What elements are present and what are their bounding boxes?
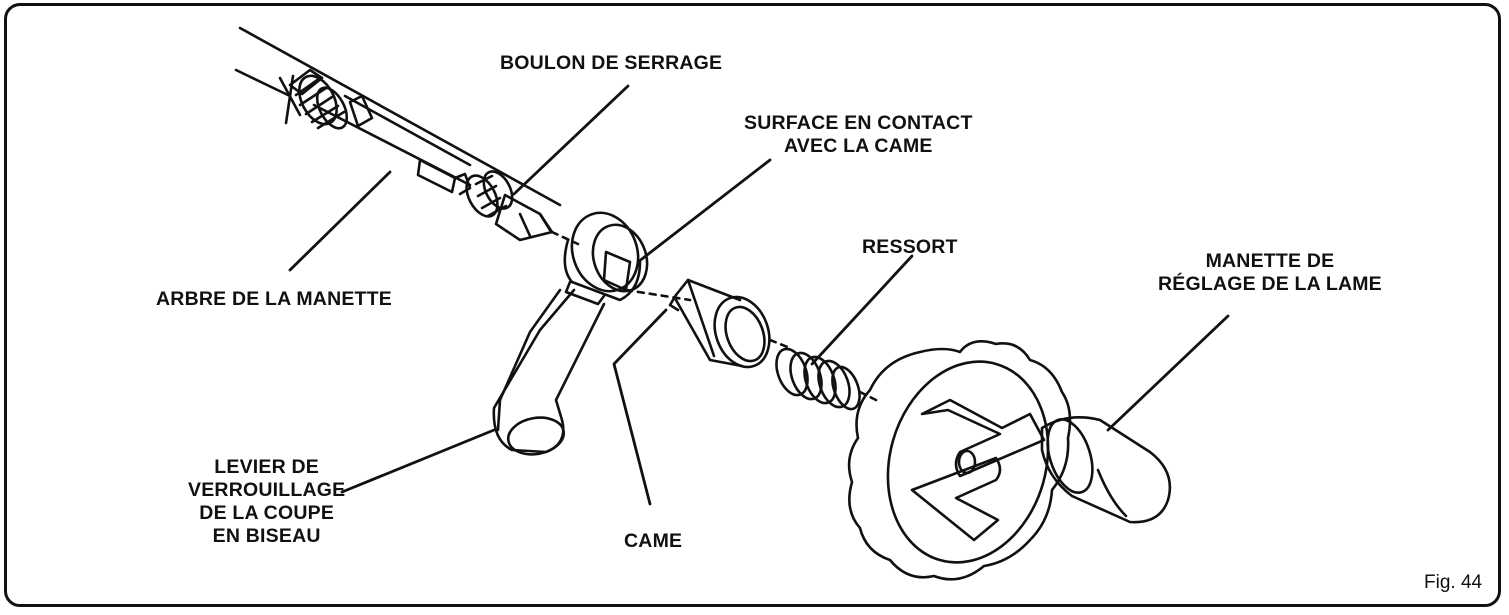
- leader-bevel-lock: [340, 428, 496, 494]
- figure-frame: [4, 3, 1501, 607]
- label-handle-shaft: ARBRE DE LA MANETTE: [156, 288, 392, 311]
- leader-spring: [810, 254, 914, 366]
- label-cam-contact-surface: SURFACE EN CONTACT AVEC LA CAME: [744, 112, 973, 158]
- label-blade-adjust-handle: MANETTE DE RÉGLAGE DE LA LAME: [1158, 250, 1382, 296]
- leader-clamp-bolt: [512, 84, 630, 196]
- figure-number-text: Fig. 44: [1424, 572, 1483, 593]
- leader-blade-handle: [1106, 314, 1230, 432]
- label-clamp-bolt-text: BOULON DE SERRAGE: [500, 52, 723, 74]
- label-cam-contact-line-1: SURFACE EN CONTACT: [744, 112, 973, 134]
- label-bevel-lock-lever: LEVIER DE VERROUILLAGE DE LA COUPE EN BI…: [188, 456, 345, 548]
- label-bevel-lock-line-2: VERROUILLAGE: [188, 479, 346, 501]
- leader-cam-contact: [636, 158, 772, 264]
- figure-number: Fig. 44: [1424, 572, 1482, 594]
- label-bevel-lock-line-4: EN BISEAU: [212, 525, 321, 547]
- clamp-bolt-part: [465, 170, 580, 246]
- label-spring: RESSORT: [862, 236, 958, 259]
- leader-cam: [612, 308, 668, 506]
- blade-adjust-knob-part: [847, 340, 1172, 581]
- label-bevel-lock-line-1: LEVIER DE: [214, 456, 320, 478]
- bevel-lock-lever-part: [492, 211, 692, 456]
- label-blade-handle-line-2: RÉGLAGE DE LA LAME: [1158, 273, 1382, 295]
- label-cam-text: CAME: [624, 530, 683, 552]
- label-cam: CAME: [624, 530, 682, 553]
- label-cam-contact-line-2: AVEC LA CAME: [783, 135, 933, 157]
- label-bevel-lock-line-3: DE LA COUPE: [199, 502, 335, 524]
- label-blade-handle-line-1: MANETTE DE: [1205, 250, 1335, 272]
- label-handle-shaft-text: ARBRE DE LA MANETTE: [156, 288, 392, 310]
- handle-shaft-part: [234, 26, 562, 207]
- label-clamp-bolt: BOULON DE SERRAGE: [500, 52, 722, 75]
- label-spring-text: RESSORT: [862, 236, 958, 258]
- leader-lines: [288, 84, 1230, 506]
- spring-part: [775, 347, 878, 411]
- leader-handle-shaft: [288, 170, 392, 272]
- gear-cluster: [278, 68, 374, 130]
- cam-part: [668, 278, 792, 369]
